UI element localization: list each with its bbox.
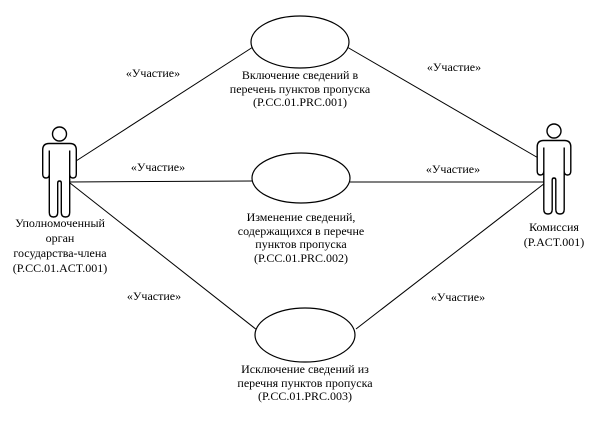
use-case-2-line-2: содержащихся в перечне — [237, 223, 365, 238]
association-line-2 — [67, 180, 254, 183]
edge-label-participation-3: «Участие» — [130, 160, 186, 174]
use-case-ellipse-2 — [251, 152, 351, 204]
use-case-ellipse-3 — [254, 307, 356, 363]
use-case-3-line-1: Исключение сведений из — [241, 362, 369, 376]
actor-figure-right — [536, 123, 572, 215]
association-line-1 — [75, 46, 254, 162]
actor-left-label: Уполномоченный орган государства-члена (… — [0, 216, 120, 276]
use-case-3-line-2: перечня пунктов пропуска — [237, 375, 373, 390]
actor-left-line-4: (P.CC.01.ACT.001) — [12, 261, 108, 275]
association-line-3 — [69, 182, 258, 331]
use-case-3-label: Исключение сведений из перечня пунктов п… — [205, 362, 405, 404]
actor-left-line-1: Уполномоченный — [15, 216, 105, 230]
actor-figure-left — [42, 126, 78, 218]
use-case-2-line-4: (P.CC.01.PRC.002) — [253, 250, 349, 265]
use-case-2-line-1: Изменение сведений, — [246, 210, 356, 224]
use-case-ellipse-1 — [250, 15, 350, 69]
use-case-1-label: Включение сведений в перечень пунктов пр… — [200, 68, 400, 110]
actor-left-line-2: орган — [45, 231, 75, 245]
edge-label-participation-6: «Участие» — [430, 290, 486, 304]
association-line-4 — [346, 46, 541, 160]
actor-right-line-1: Комиссия — [529, 220, 579, 234]
use-case-3-line-3: (P.CC.01.PRC.003) — [257, 389, 353, 403]
use-case-2-label: Изменение сведений, содержащихся в переч… — [201, 210, 401, 265]
edge-label-participation-2: «Участие» — [426, 60, 482, 74]
actor-right-line-2: (P.ACT.001) — [523, 235, 585, 249]
use-case-1-line-2: перечень пунктов пропуска — [229, 81, 371, 96]
actor-left-line-3: государства-члена — [13, 246, 107, 260]
use-case-1-line-1: Включение сведений в — [241, 68, 359, 82]
use-case-2-line-3: пунктов пропуска — [255, 237, 347, 251]
use-case-1-line-3: (P.CC.01.PRC.001) — [252, 95, 348, 109]
edge-label-participation-1: «Участие» — [125, 66, 181, 80]
edge-label-participation-5: «Участие» — [126, 289, 182, 303]
actor-right-label: Комиссия (P.ACT.001) — [494, 220, 607, 250]
association-line-6 — [355, 182, 546, 330]
edge-label-participation-4: «Участие» — [425, 162, 481, 176]
